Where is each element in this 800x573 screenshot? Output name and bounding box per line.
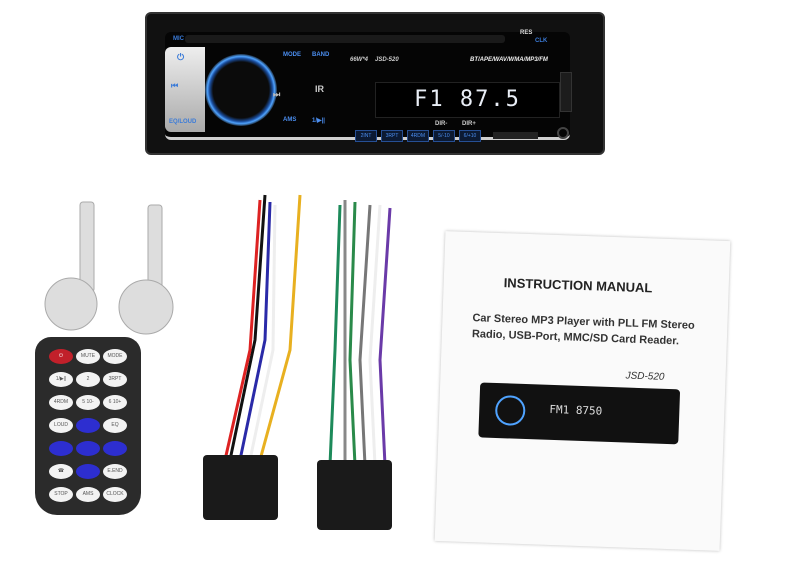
band-button[interactable]: BAND	[312, 52, 330, 58]
remote-button[interactable]	[76, 441, 100, 456]
remote-button[interactable]	[76, 464, 100, 479]
removal-keys	[44, 201, 174, 335]
remote-button[interactable]: 1/▶||	[49, 372, 73, 387]
remote-button[interactable]: 5 10-	[76, 395, 100, 410]
manual-description: Car Stereo MP3 Player with PLL FM Stereo…	[471, 312, 695, 348]
manual-model: JSD-520	[625, 370, 665, 383]
instruction-manual: INSTRUCTION MANUAL Car Stereo MP3 Player…	[434, 231, 731, 551]
cd-slot	[185, 35, 505, 43]
dir-plus-label: DIR+	[462, 121, 476, 127]
eq-loud-button[interactable]: EQ/LOUD	[169, 119, 197, 125]
formats-label: BT/APE/WAV/WMA/MP3/FM	[470, 57, 548, 63]
removal-key-icon	[44, 201, 174, 335]
preset-2-button[interactable]: 2INT	[355, 130, 377, 142]
remote-button[interactable]	[49, 441, 73, 456]
left-panel: ⏻ ⏮ EQ/LOUD	[165, 47, 205, 132]
remote-button[interactable]: STOP	[49, 487, 73, 502]
remote-button[interactable]: 6 10+	[103, 395, 127, 410]
ir-sensor-icon: IR	[315, 84, 324, 94]
sd-slot	[493, 132, 538, 139]
harness-connector-right	[317, 460, 392, 530]
remote-button[interactable]: MUTE	[76, 349, 100, 364]
usb-port	[560, 72, 572, 112]
remote-button[interactable]: EQ	[103, 418, 127, 433]
prev-icon[interactable]: ⏮	[171, 81, 179, 90]
next-icon[interactable]: ⏭	[273, 90, 281, 99]
remote-button[interactable]: AMS	[76, 487, 100, 502]
dir-minus-label: DIR-	[435, 121, 448, 127]
remote-button[interactable]: CLOCK	[103, 487, 127, 502]
remote-button[interactable]: 4RDM	[49, 395, 73, 410]
mic-label: MIC	[173, 36, 184, 42]
res-label: RES	[520, 30, 533, 36]
preset-6-button[interactable]: 6/+10	[459, 130, 481, 142]
manual-radio-image: FM1 8750	[478, 382, 681, 445]
preset-5-button[interactable]: 5/-10	[433, 130, 455, 142]
remote-button[interactable]: LOUD	[49, 418, 73, 433]
remote-button[interactable]	[76, 418, 100, 433]
car-stereo-unit: MIC RES CLK ⏻ ⏮ EQ/LOUD ⏭ MODE BAND AMS …	[145, 12, 605, 155]
aux-jack	[557, 127, 569, 139]
remote-button[interactable]: ⏻	[49, 349, 73, 364]
harness-wires	[223, 194, 392, 466]
harness-connector-left	[203, 455, 278, 520]
faceplate: MIC RES CLK ⏻ ⏮ EQ/LOUD ⏭ MODE BAND AMS …	[165, 30, 572, 142]
preset-4-button[interactable]: 4RDM	[407, 130, 429, 142]
remote-button[interactable]: MODE	[103, 349, 127, 364]
clk-button[interactable]: CLK	[535, 38, 548, 44]
ams-button[interactable]: AMS	[283, 117, 297, 123]
manual-title: INSTRUCTION MANUAL	[503, 275, 653, 296]
mode-button[interactable]: MODE	[283, 52, 301, 58]
remote-button[interactable]	[103, 441, 127, 456]
remote-button[interactable]: ☎	[49, 464, 73, 479]
remote-button[interactable]: 3RPT	[103, 372, 127, 387]
power-icon[interactable]: ⏻	[177, 52, 185, 62]
volume-knob[interactable]	[205, 54, 277, 126]
preset-3-button[interactable]: 3RPT	[381, 130, 403, 142]
lcd-display: F1 87.5	[375, 82, 560, 118]
power-spec: 66W*4	[350, 57, 369, 63]
remote-button[interactable]: E.END	[103, 464, 127, 479]
manual-mini-display: FM1 8750	[549, 402, 603, 418]
wiring-harnesses	[203, 194, 392, 530]
play-pause-button[interactable]: 1/▶||	[312, 118, 325, 124]
model-label: JSD-520	[375, 57, 399, 63]
remote-button[interactable]: 2	[76, 372, 100, 387]
manual-knob-icon	[494, 394, 526, 427]
